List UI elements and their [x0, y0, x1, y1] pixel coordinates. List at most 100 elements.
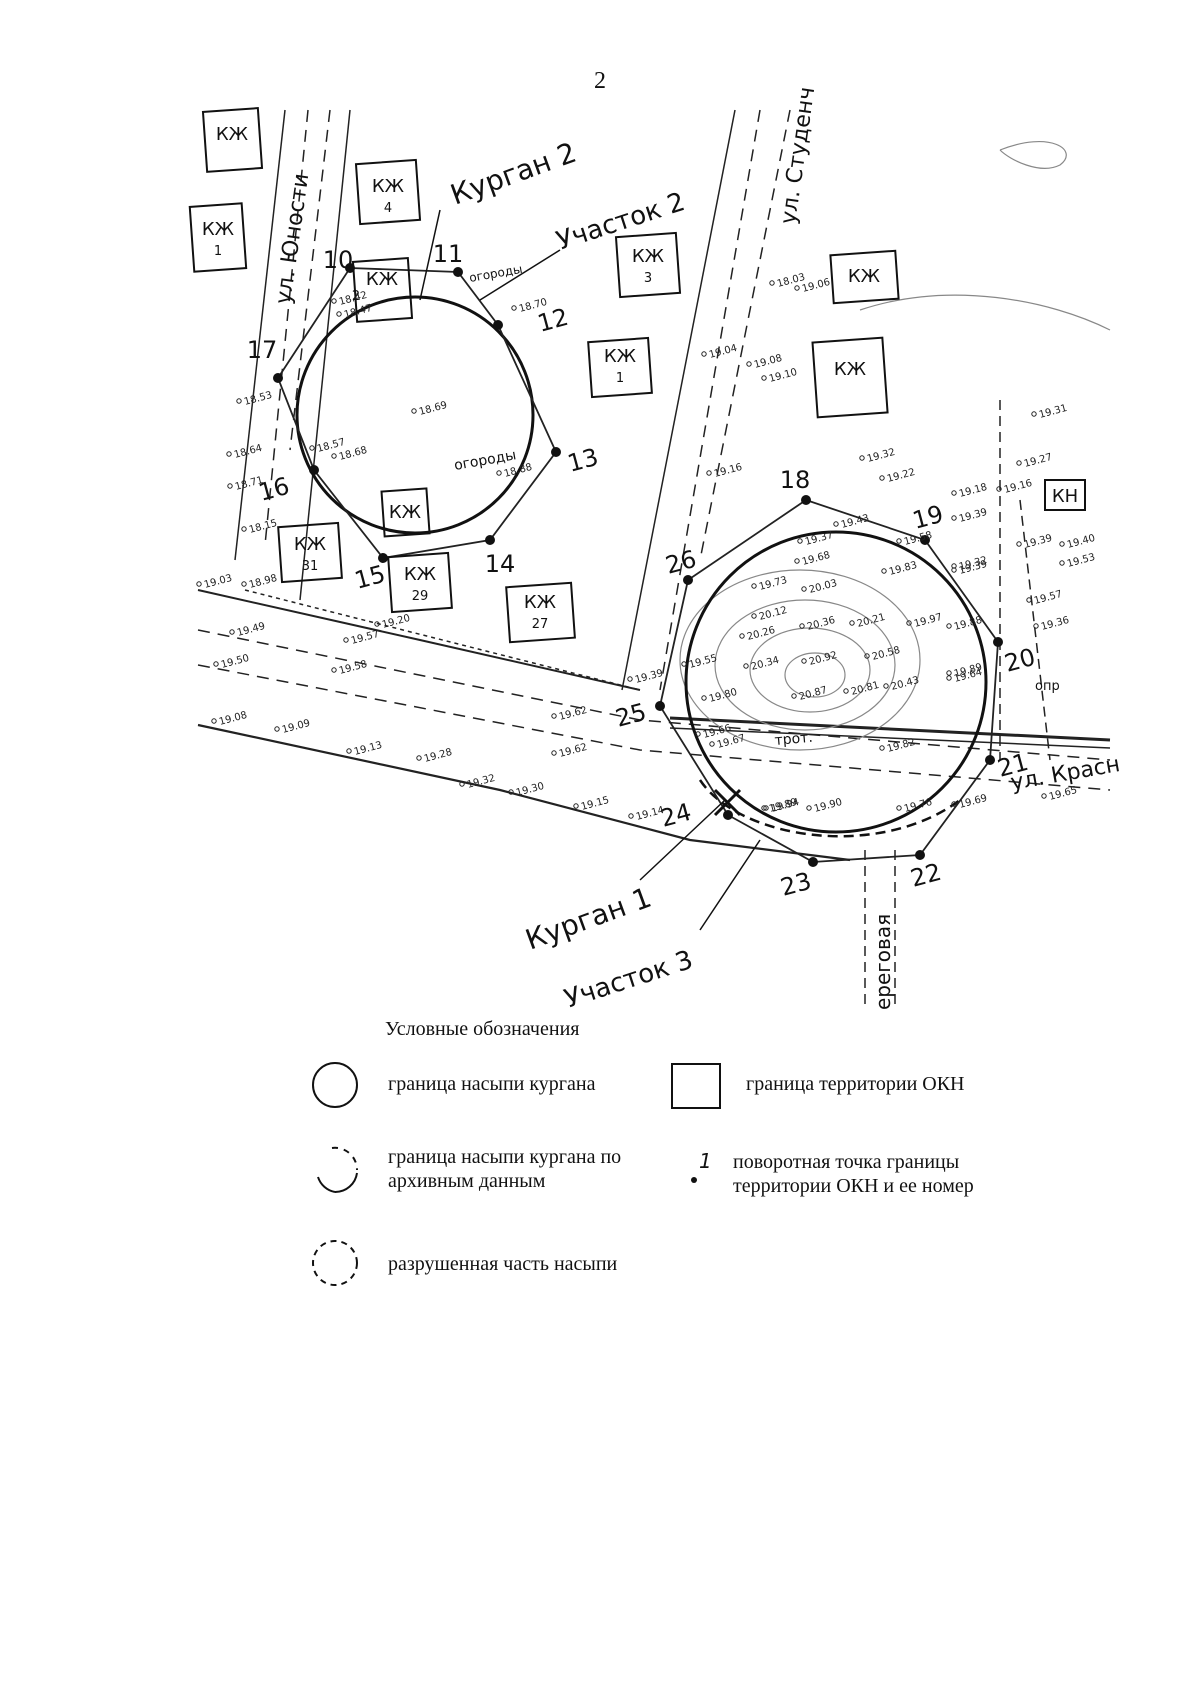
building — [351, 257, 414, 323]
road-line — [197, 629, 1111, 761]
road-line — [197, 664, 1111, 791]
elevation-point — [843, 688, 849, 694]
elevation-label: 19.39 — [634, 668, 665, 686]
elevation-point — [374, 621, 380, 627]
elevation-point — [879, 475, 885, 481]
elevation-point — [1031, 411, 1037, 417]
elevation-point — [331, 298, 337, 304]
building — [829, 249, 900, 305]
elevation-label: 20.87 — [798, 685, 829, 703]
building — [1044, 479, 1086, 511]
elevation-point — [906, 620, 912, 626]
elevation-label: 19.80 — [708, 687, 739, 705]
elevation-point — [459, 781, 465, 787]
street-line — [699, 109, 791, 561]
leader-line — [639, 799, 726, 881]
elevation-point — [746, 361, 752, 367]
elevation-label: 19.68 — [801, 550, 832, 568]
road-line — [197, 589, 641, 691]
elevation-label: 20.21 — [856, 612, 887, 630]
building-number: 27 — [532, 617, 549, 632]
building — [201, 107, 264, 173]
turning-point-symbol-label: 1 — [699, 1150, 712, 1173]
elevation-point — [241, 581, 247, 587]
contour-line — [859, 294, 1111, 331]
elevation-point — [879, 745, 885, 751]
fence-line — [244, 589, 641, 691]
elevation-point — [226, 451, 232, 457]
elevation-point — [346, 748, 352, 754]
elevation-point — [1016, 460, 1022, 466]
elevation-point — [791, 693, 797, 699]
elevation-point — [794, 285, 800, 291]
turning-point-number: 26 — [663, 545, 700, 580]
mound-boundary-symbol — [312, 1062, 358, 1108]
street-label: ереговая — [871, 914, 895, 1010]
building — [277, 521, 343, 584]
building-label: КЖ — [604, 346, 637, 367]
building-label: КЖ — [372, 176, 405, 197]
elevation-point — [849, 620, 855, 626]
street-line — [621, 109, 736, 691]
elevation-label: 19.18 — [958, 482, 989, 500]
destroyed-part-symbol — [312, 1240, 358, 1286]
elevation-point — [946, 675, 952, 681]
contour-line — [749, 627, 871, 713]
mound-2-boundary — [295, 295, 535, 535]
elevation-label: 19.43 — [840, 513, 871, 531]
leader-line — [699, 839, 761, 931]
turning-point-number: 11 — [433, 240, 464, 268]
elevation-point — [336, 311, 342, 317]
contour-line — [714, 599, 896, 731]
contour-line — [784, 652, 846, 698]
elevation-label: 19.76 — [903, 797, 934, 815]
elevation-point — [627, 676, 633, 682]
elevation-label: 19.09 — [281, 718, 312, 736]
building — [811, 336, 889, 419]
feature-label: трот. — [774, 730, 813, 749]
elevation-point — [1016, 541, 1022, 547]
elevation-point — [739, 633, 745, 639]
elevation-label: 18.15 — [248, 518, 279, 536]
legend-text: граница насыпи кургана — [388, 1073, 596, 1095]
elevation-marks: 18.6918.6818.7018.4718.5718.8818.4219.04… — [196, 272, 1096, 823]
elevation-label: 19.16 — [1003, 478, 1034, 496]
elevation-label: 19.49 — [236, 621, 267, 639]
elevation-point — [628, 813, 634, 819]
elevation-label: 19.39 — [958, 507, 989, 525]
elevation-point — [996, 486, 1002, 492]
building — [614, 231, 682, 299]
elevation-point — [794, 558, 800, 564]
legend-item-destroyed: разрушенная часть насыпи — [310, 1238, 670, 1288]
elevation-point — [196, 581, 202, 587]
turning-point-number: 10 — [323, 246, 354, 274]
elevation-point — [801, 658, 807, 664]
street-line — [659, 109, 761, 691]
elevation-label: 18.53 — [243, 390, 274, 408]
building — [354, 158, 422, 226]
elevation-point — [951, 515, 957, 521]
elevation-label: 19.62 — [558, 705, 589, 723]
street-line — [264, 109, 309, 546]
building-number: 1 — [616, 371, 624, 386]
elevation-label: 19.50 — [220, 653, 251, 671]
elevation-point — [511, 305, 517, 311]
elevation-point — [508, 789, 514, 795]
elevation-label: 19.15 — [580, 795, 611, 813]
elevation-point — [951, 567, 957, 573]
building — [188, 202, 248, 273]
mound-2 — [273, 263, 561, 563]
elevation-point — [241, 526, 247, 532]
site-plan-map: КЖ КЖ 4 КЖ 1 КЖ 2 КЖ 3 КЖ КЖ 1 КЖ КЖ КЖ … — [188, 85, 1122, 1010]
elevation-label: 19.57 — [1033, 589, 1064, 607]
elevation-point — [859, 455, 865, 461]
elevation-label: 20.03 — [808, 578, 839, 596]
elevation-label: 19.39 — [1023, 533, 1054, 551]
elevation-label: 20.26 — [746, 625, 777, 643]
turning-point-number: 15 — [352, 560, 389, 595]
street-line — [289, 109, 331, 451]
elevation-label: 19.22 — [886, 467, 917, 485]
elevation-label: 19.03 — [203, 573, 234, 591]
building-label: КЖ — [202, 219, 235, 240]
turning-point-number: 23 — [778, 867, 815, 902]
